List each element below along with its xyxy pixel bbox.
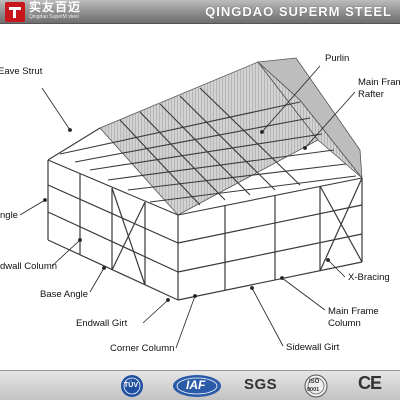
label-main-frame-rafter-line1: Main Frame — [358, 77, 400, 88]
label-purlin: Purlin — [325, 53, 350, 64]
label-main-frame-column-line2: Column — [328, 318, 361, 329]
roof-sheeting-right-b — [257, 57, 363, 180]
label-endwall-girt: Endwall Girt — [76, 318, 128, 329]
tuv-text: TÜV — [124, 382, 138, 389]
building-frame-drawing — [19, 57, 363, 349]
sgs-text: SGS — [244, 376, 278, 393]
label-corner-column: Corner Column — [110, 343, 175, 354]
leader-lines — [19, 65, 356, 349]
wall-framing — [47, 160, 363, 301]
company-logo-icon — [5, 2, 25, 22]
ce-mark-text: CE — [358, 373, 382, 393]
iaf-text: IAF — [186, 378, 206, 392]
iso-number-text: 9001 — [307, 387, 320, 393]
steel-structure-diagram: Eave Strut Purlin Main Frame Rafter ngle… — [0, 24, 400, 370]
label-eave-strut: Eave Strut — [0, 66, 43, 77]
iaf-certification-icon — [173, 375, 221, 397]
iso-certification-icon — [304, 374, 328, 398]
label-sidewall-girt: Sidewall Girt — [286, 342, 340, 353]
tuv-certification-icon — [121, 375, 143, 397]
header-bar: 实友百迈 Qingdao SuperM steel QINGDAO SUPERM… — [0, 0, 400, 24]
brand-english-name: Qingdao SuperM steel — [29, 14, 79, 20]
label-x-bracing: X-Bracing — [348, 272, 390, 283]
iso-text: ISO — [309, 379, 320, 385]
certification-bar: TÜV IAF SGS ISO 9001 CE — [0, 370, 400, 400]
label-endwall-column: dwall Column — [0, 261, 58, 272]
brand-chinese-name: 实友百迈 — [29, 0, 82, 14]
company-title: QINGDAO SUPERM STEEL — [205, 4, 392, 19]
label-angle: ngle — [0, 210, 18, 221]
roof-framing — [47, 87, 363, 216]
label-main-frame-column-line1: Main Frame — [328, 306, 379, 317]
label-main-frame-rafter-line2: Rafter — [358, 89, 384, 100]
label-base-angle: Base Angle — [40, 289, 89, 300]
